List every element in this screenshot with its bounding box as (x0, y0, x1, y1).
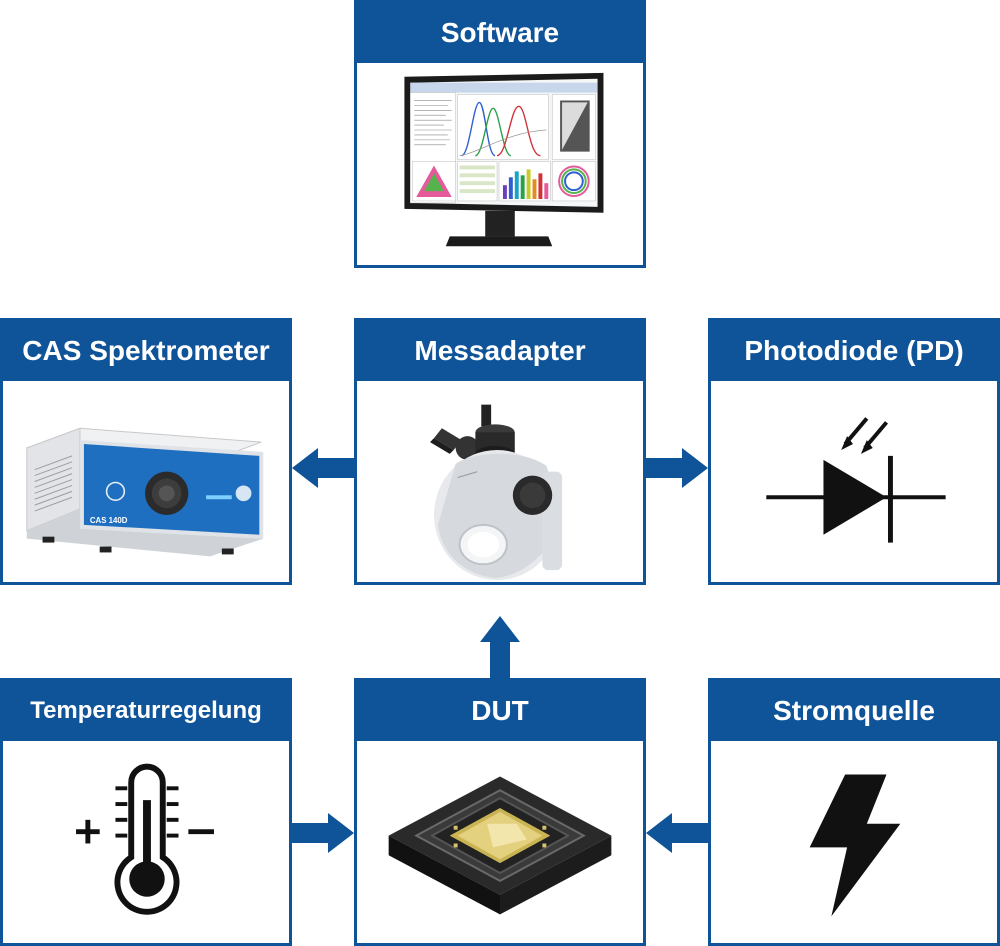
monitor-icon (357, 63, 643, 265)
software-title: Software (357, 3, 643, 63)
photodiode-box: Photodiode (PD) (708, 318, 1000, 585)
photodiode-title: Photodiode (PD) (711, 321, 997, 381)
lightning-bolt-icon (711, 741, 997, 943)
dut-box: DUT (354, 678, 646, 946)
temperature-title: Temperaturregelung (3, 681, 289, 741)
arrow-temperature-to-dut (292, 813, 354, 853)
photodiode-illustration (766, 417, 946, 543)
arrow-power-to-dut (646, 813, 708, 853)
adapter-title: Messadapter (357, 321, 643, 381)
spectrometer-box: CAS Spektrometer CAS 140D (0, 318, 292, 585)
power-title: Stromquelle (711, 681, 997, 741)
temperature-box: Temperaturregelung (0, 678, 292, 946)
spectrometer-model-label: CAS 140D (90, 516, 128, 525)
dut-title: DUT (357, 681, 643, 741)
adapter-box: Messadapter (354, 318, 646, 585)
arrow-dut-to-adapter (480, 616, 520, 678)
monitor-illustration (404, 72, 604, 247)
power-box: Stromquelle (708, 678, 1000, 946)
arrow-adapter-to-spectrometer (292, 448, 354, 488)
integrating-sphere-icon (357, 381, 643, 582)
led-chip-illustration (388, 776, 612, 915)
spectrometer-device-icon: CAS 140D (3, 381, 289, 582)
spectrometer-illustration: CAS 140D (26, 427, 264, 557)
led-chip-icon (357, 741, 643, 943)
thermometer-icon (3, 741, 289, 943)
photodiode-symbol-icon (711, 381, 997, 582)
arrow-adapter-to-photodiode (646, 448, 708, 488)
integrating-sphere-illustration (430, 404, 563, 581)
software-box: Software (354, 0, 646, 268)
spectrometer-title: CAS Spektrometer (3, 321, 289, 381)
lightning-bolt-illustration (809, 774, 901, 917)
thermometer-illustration (76, 763, 214, 915)
